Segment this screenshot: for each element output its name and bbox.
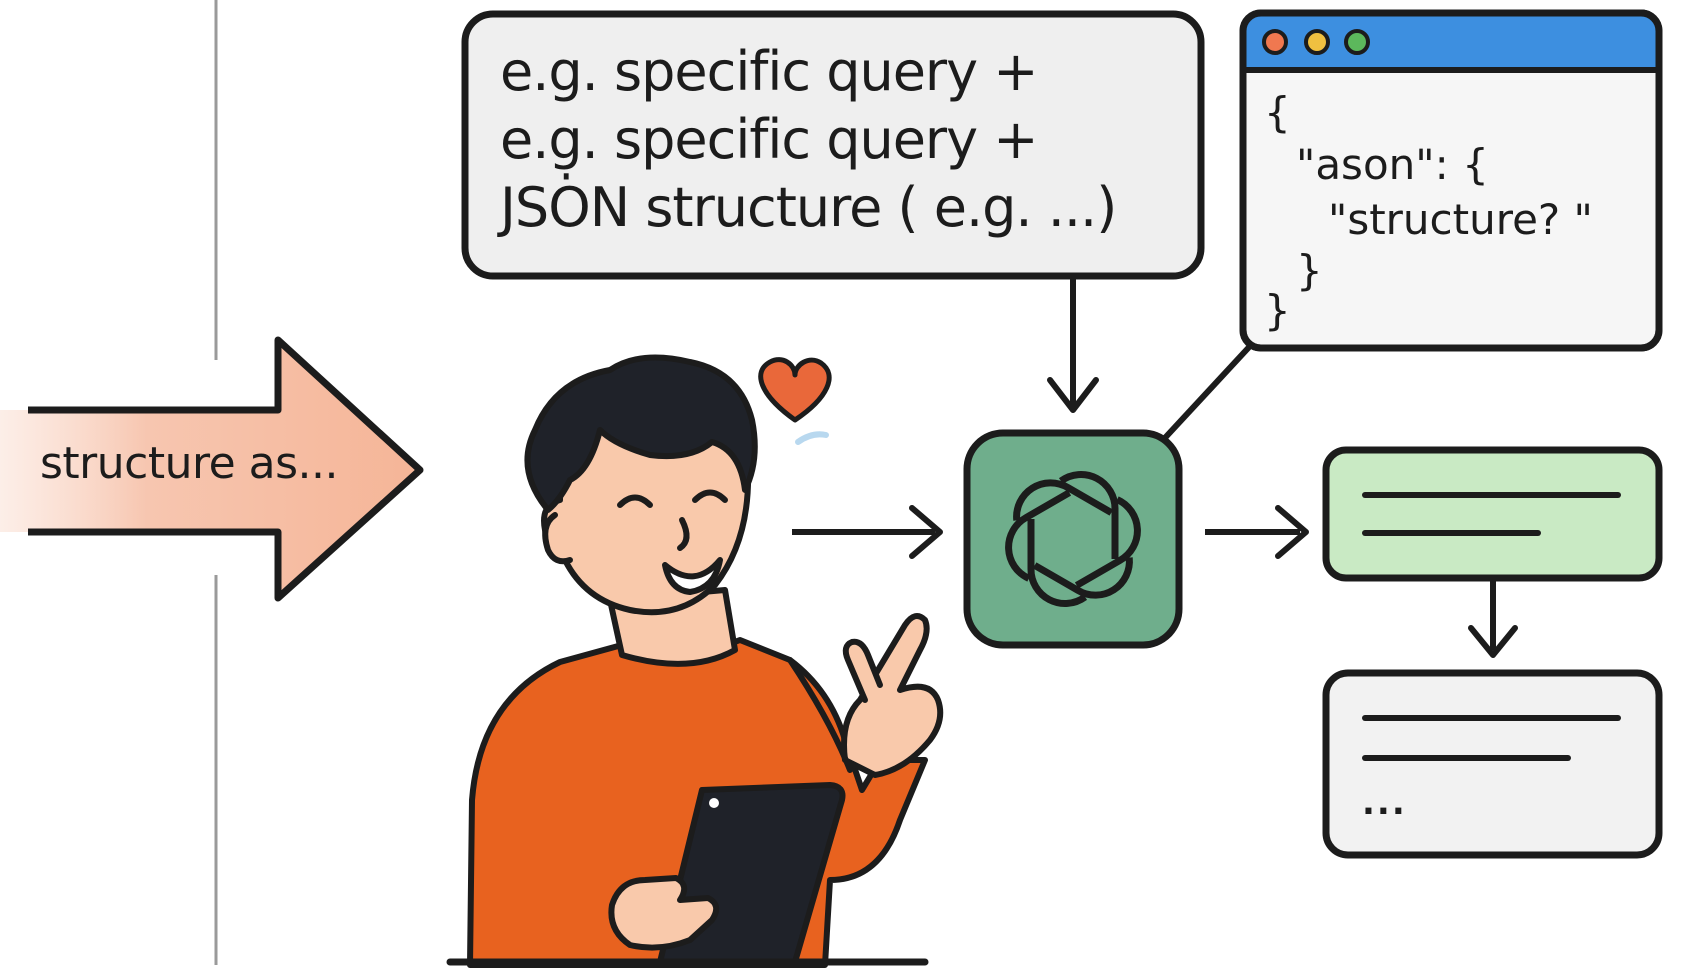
query-line-2: e.g̣. specific query + [500,108,1038,171]
json-to-ai-connector [1160,342,1254,443]
person-holding-hand [608,875,720,951]
openai-knot-icon [1005,471,1141,607]
ai-to-output-arrowhead [1275,505,1309,559]
person-pointing-hand [841,613,944,778]
person-mouth [662,557,723,595]
arrow-label: structure as... [40,438,339,489]
query-line-1: e.g. specific query + [500,40,1038,103]
window-maximize-dot [1344,29,1370,55]
json-line-3: "structure? " [1328,195,1593,244]
person-to-ai-arrowhead [909,505,943,559]
input-arrow [0,336,424,602]
heart-icon [758,357,832,423]
output-box-green [1322,446,1663,582]
query-box [461,10,1205,280]
output-down-arrowhead [1468,625,1518,658]
window-minimize-dot [1304,29,1330,55]
json-window [1239,9,1663,352]
json-line-2: "ason": { [1296,140,1489,189]
query-to-ai-arrowhead [1047,377,1099,413]
sparkle-mark [795,431,829,445]
person-eye-right [692,489,728,503]
window-close-dot [1262,29,1288,55]
json-line-5: } [1264,286,1291,335]
json-line-4: } [1296,246,1323,295]
json-line-1: { [1264,88,1291,137]
ai-node [963,429,1183,649]
output-ellipsis: ... [1362,783,1407,823]
person-illustration [467,354,944,968]
person-eye-left [617,494,653,508]
output-box-gray [1322,669,1663,859]
person-hair [524,354,758,513]
query-line-3: JSON structure ( e.g. ...) [500,176,1117,239]
